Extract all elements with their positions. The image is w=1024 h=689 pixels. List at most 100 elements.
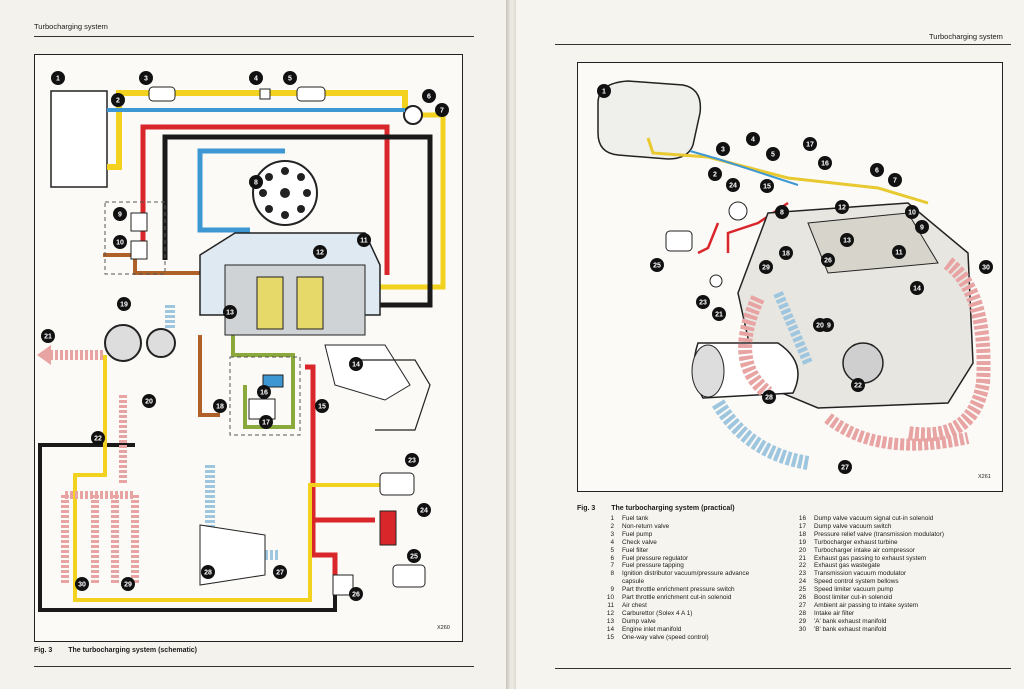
callout-number: 18 [782,251,790,258]
callout-18: 18 [213,399,227,413]
callout-number: 23 [408,458,416,465]
green-line [231,325,295,429]
legend-item: 10 Part throttle enrichment cut-in soleno… [598,594,749,602]
legend-number: 7 [610,562,614,570]
callout-4: 4 [249,71,263,85]
callout-20: 20 [142,394,156,408]
carburettor [224,264,366,336]
callout-number: 21 [44,334,52,341]
callout-number: 21 [715,312,723,319]
black-line-bottom [38,443,337,612]
legend-number: 30 [798,625,806,633]
callout-24: 24 [417,503,431,517]
legend-number: 22 [798,562,806,570]
check-valve-4 [259,88,271,100]
turbo-compressor [146,328,176,358]
legend-number: 18 [798,530,806,538]
legend-text: Intake air filter [814,609,855,617]
legend-number: 10 [606,594,614,602]
legend-number: 19 [798,538,806,546]
legend-text: Turbocharger exhaust turbine [814,538,898,546]
callout-number: 18 [216,404,224,411]
callout-number: 1 [602,89,606,96]
callout-8: 8 [775,205,789,219]
left-caption-title: The turbocharging system (schematic) [68,647,197,654]
callout-number: 5 [288,76,292,83]
legend-number: 24 [798,578,806,586]
left-page-header: Turbocharging system [34,22,108,31]
fuel-tank [50,90,108,188]
callout-number: 25 [410,554,418,561]
legend-number: 6 [610,554,614,562]
callout-13: 13 [223,305,237,319]
legend-text: Air chest [622,601,647,609]
callout-16: 16 [818,156,832,170]
right-figure-code: X261 [978,474,991,480]
callout-9: 9 [915,220,929,234]
legend-text: Part throttle enrichment cut-in solenoid [622,594,732,602]
callout-2: 2 [708,167,722,181]
enrichment-box [104,201,166,275]
legend-text: Dump valve [622,617,656,625]
callout-10: 10 [113,235,127,249]
right-header-rule [555,44,1011,45]
callout-23: 23 [405,453,419,467]
callout-number: 12 [316,250,324,257]
callout-number: 12 [838,205,846,212]
legend-text: 'A' bank exhaust manifold [814,617,887,625]
callout-number: 4 [751,137,755,144]
callout-number: 11 [360,238,368,245]
practical-pump-25 [665,230,693,252]
legend-number: 20 [798,546,806,554]
fuel-filter-5 [296,86,326,102]
callout-16: 16 [257,385,271,399]
callout-number: 14 [913,286,921,293]
fuel-pump-3 [148,86,176,102]
callout-27: 27 [838,460,852,474]
callout-number: 11 [895,250,903,257]
callout-3: 3 [716,142,730,156]
callout-2: 2 [111,93,125,107]
legend-number: 27 [798,601,806,609]
callout-number: 9 [118,212,122,219]
legend-text: Turbocharger intake air compressor [814,546,915,554]
callout-22: 22 [91,431,105,445]
callout-number: 3 [144,76,148,83]
callout-number: 8 [254,180,258,187]
callout-3: 3 [139,71,153,85]
callout-11: 11 [892,245,906,259]
legend-item: 30'B' bank exhaust manifold [790,626,944,634]
callout-1: 1 [597,84,611,98]
callout-number: 28 [765,395,773,402]
practical-exhaust-a [738,295,773,399]
left-bottom-rule [34,666,474,667]
legend-number: 23 [798,570,806,578]
schematic-frame [34,54,463,642]
legend-number: 3 [610,530,614,538]
callout-8: 8 [249,175,263,189]
callout-25: 25 [650,258,664,272]
callout-12: 12 [313,245,327,259]
legend-number: 28 [798,609,806,617]
callout-number: 7 [440,108,444,115]
red-line-bottom [305,364,338,580]
legend-text: Ambient air passing to intake system [814,601,919,609]
callout-number: 13 [226,310,234,317]
right-caption-title: The turbocharging system (practical) [611,505,735,512]
boost-solenoid [332,574,354,596]
practical-callouts: 1234567891011121314151617181920212223242… [597,84,993,474]
callout-21: 21 [41,329,55,343]
legend-text: One-way valve (speed control) [622,633,709,641]
callout-number: 26 [352,592,360,599]
callout-number: 30 [78,582,86,589]
